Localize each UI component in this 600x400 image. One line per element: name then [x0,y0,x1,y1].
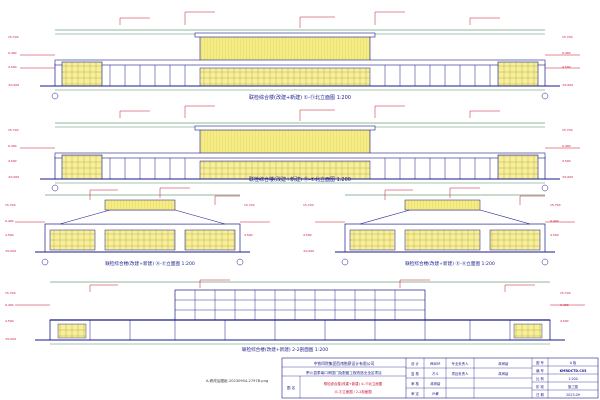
svg-text:15.700: 15.700 [5,203,16,207]
svg-text:±0.000: ±0.000 [303,249,314,253]
svg-text:±0.000: ±0.000 [562,175,573,179]
svg-text:15.700: 15.700 [5,291,16,295]
row-3-signature: 袁振猛 [430,382,441,386]
title-block: 中铁四院集团西南勘察设计有限公司 黔川县泰南口岸国门及配套工程改造业全区项目 图… [281,357,599,399]
row-2-signature-2: 袁振猛 [498,372,509,376]
svg-text:4.500: 4.500 [5,319,14,323]
row-2-role: 项目负责人 [452,371,470,376]
svg-text:±0.000: ±0.000 [8,83,19,87]
view-3-caption: 联检综合楼(改建+新建) Ⓐ-Ⓔ立面图 1:200 [105,260,195,267]
elevation-view-4: 15.700 4.500 ±0.000 15.700 9.400 4.500 联检综合楼… [303,187,575,267]
svg-text:4.500: 4.500 [560,319,569,323]
svg-text:9.400: 9.400 [8,51,17,55]
svg-text:15.700: 15.700 [562,128,573,132]
elevation-view-3: 15.700 9.400 4.500 ±0.000 15.700 4.500 联检综合楼… [5,187,270,267]
svg-text:15.700: 15.700 [8,128,19,132]
view-1-caption: 联检综合楼(改建+新建) ①-⑪北立面图 1:200 [249,94,351,101]
svg-text:±0.000: ±0.000 [8,175,19,179]
svg-text:15.700: 15.700 [303,203,314,207]
svg-text:9.400: 9.400 [562,51,571,55]
row-2-label: 复 核 [411,371,419,376]
svg-text:±0.000: ±0.000 [5,249,16,253]
info-label-scale: 比 例 [536,376,544,381]
info-label-sheet: 图 号 [536,360,544,365]
svg-text:4.500: 4.500 [244,233,253,237]
view-2-caption: 联检综合楼(改建+新建) ⑪-①北立面图 1:200 [249,176,351,183]
svg-text:9.400: 9.400 [8,144,17,148]
drawing-title-line-2: Ⓐ-Ⓔ立面图 / 2-2剖面图 [334,389,372,394]
svg-text:±0.000: ±0.000 [5,337,16,341]
svg-text:15.700: 15.700 [560,291,571,295]
info-value-scale: 1:200 [568,377,578,381]
svg-text:4.500: 4.500 [303,233,312,237]
svg-text:15.700: 15.700 [8,35,19,39]
project-name: 黔川县泰南口岸国门及配套工程改造业全区项目 [306,370,381,375]
file-stamp-label: A-修改后图纸-20230904-2797B.png [206,378,268,383]
svg-text:4.500: 4.500 [5,233,14,237]
row-1-signature: 韩如玲 [430,362,441,366]
info-label-phase: 阶 段 [536,384,544,389]
svg-text:9.400: 9.400 [560,303,569,307]
svg-text:4.500: 4.500 [8,159,17,163]
row-3-label: 审 核 [411,381,419,386]
section-caption: 联检综合楼(改建+新建) 2-2剖面图 1:200 [242,346,328,353]
svg-text:4.500: 4.500 [562,65,571,69]
row-4-label: 审 定 [411,391,419,396]
info-value-number: KMRDCTD.C05 [560,369,587,373]
elevation-view-1: 15.700 9.400 4.500 ±0.000 15.700 9.400 4.500 ±… [8,11,580,101]
svg-text:±0.000: ±0.000 [562,83,573,87]
elevation-view-2: 15.700 9.400 4.500 ±0.000 15.700 9.400 4.500 ±… [8,105,580,192]
info-label-date: 日 期 [536,392,544,397]
drawing-title-line-1: 联检综合楼(改建+新建) ①-⑪北立面图 [324,381,383,386]
svg-text:4.500: 4.500 [8,65,17,69]
svg-text:15.700: 15.700 [244,203,255,207]
svg-text:4.500: 4.500 [562,159,571,163]
info-value-phase: 施工图 [568,384,579,389]
svg-text:15.700: 15.700 [550,203,561,207]
title-label: 图 名 [287,385,296,390]
company-name: 中铁四院集团西南勘察设计有限公司 [314,361,375,366]
svg-text:9.400: 9.400 [5,219,14,223]
svg-text:9.400: 9.400 [5,303,14,307]
view-4-caption: 联检综合楼(改建+新建) Ⓔ-Ⓐ立面图 1:200 [405,260,495,267]
svg-text:9.400: 9.400 [562,144,571,148]
svg-text:4.500: 4.500 [550,233,559,237]
row-1-role: 专业负责人 [452,361,470,366]
info-value-sheet: A 板 [570,360,577,365]
svg-text:9.400: 9.400 [550,219,559,223]
row-2-signature: 万斗 [432,372,439,376]
row-1-label: 设 计 [411,361,419,366]
row-1-signature-2: 袁振猛 [498,362,509,366]
svg-text:15.700: 15.700 [562,35,573,39]
info-label-number: 编 号 [536,368,544,373]
info-value-date: 2023.09 [566,393,580,397]
row-4-signature: 叶春 [432,392,439,396]
